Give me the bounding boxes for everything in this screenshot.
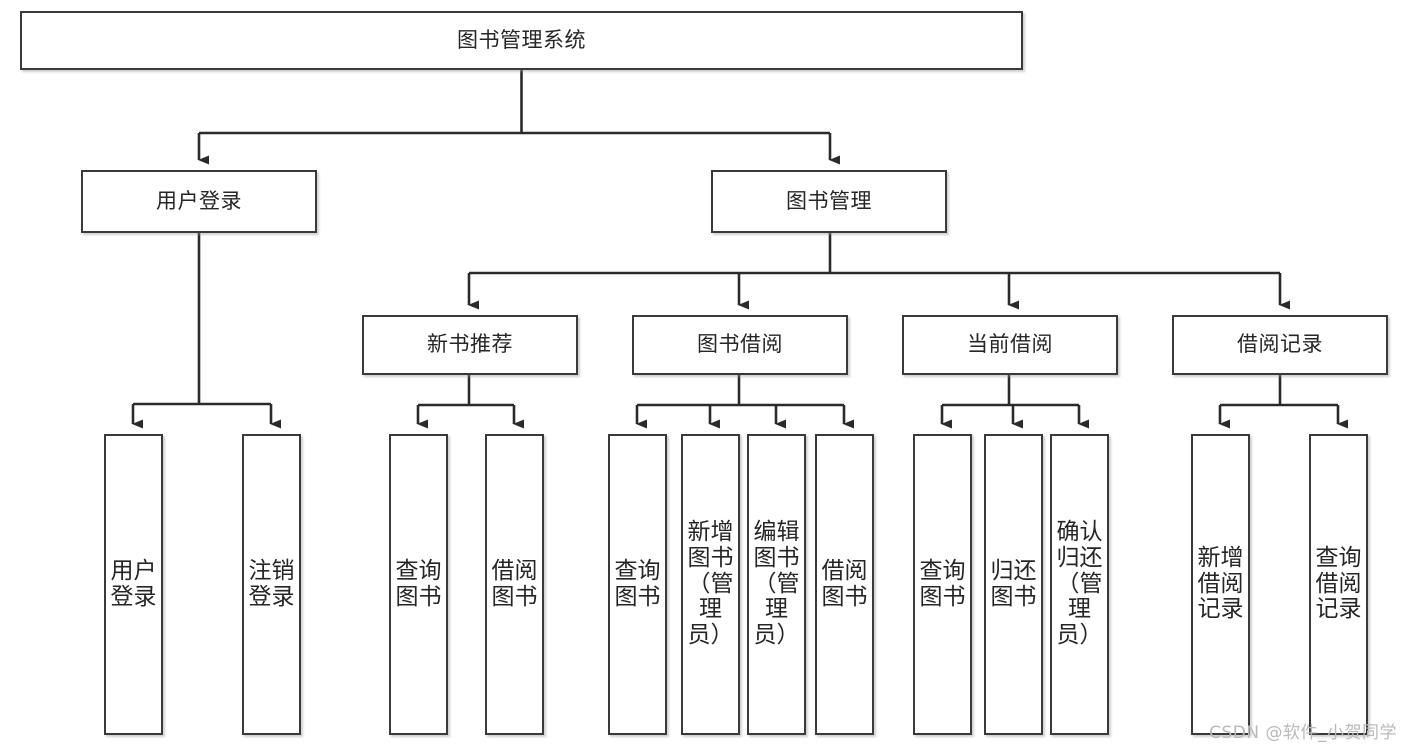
node-leaf-query-book-3[interactable]: 查询图书 xyxy=(913,434,972,735)
node-leaf-query-book-2[interactable]: 查询图书 xyxy=(608,434,667,735)
node-leaf-query-record[interactable]: 查询借阅记录 xyxy=(1309,434,1368,735)
node-leaf-add-book-label: 新增图书（管理员） xyxy=(687,519,734,649)
node-current-borrow[interactable]: 当前借阅 xyxy=(902,315,1118,375)
node-leaf-user-login-label: 用户登录 xyxy=(110,557,157,610)
node-leaf-borrow-book-1[interactable]: 借阅图书 xyxy=(485,434,544,735)
node-leaf-query-book-1-label: 查询图书 xyxy=(395,557,442,610)
node-borrow-record[interactable]: 借阅记录 xyxy=(1172,315,1388,375)
node-current-borrow-label: 当前借阅 xyxy=(967,332,1053,357)
node-borrow-record-label: 借阅记录 xyxy=(1237,332,1323,357)
node-leaf-edit-book[interactable]: 编辑图书（管理员） xyxy=(747,434,806,735)
node-leaf-edit-book-label: 编辑图书（管理员） xyxy=(753,519,800,649)
node-book-manage[interactable]: 图书管理 xyxy=(711,170,947,233)
node-leaf-confirm-return[interactable]: 确认归还（管理员） xyxy=(1050,434,1109,735)
node-leaf-return-book[interactable]: 归还图书 xyxy=(984,434,1043,735)
node-book-borrow-label: 图书借阅 xyxy=(697,332,783,357)
node-leaf-logout-label: 注销登录 xyxy=(248,557,295,610)
node-leaf-query-book-2-label: 查询图书 xyxy=(614,557,661,610)
node-leaf-query-book-3-label: 查询图书 xyxy=(919,557,966,610)
node-book-manage-label: 图书管理 xyxy=(786,188,872,213)
node-user-login[interactable]: 用户登录 xyxy=(81,170,317,233)
node-leaf-borrow-book-1-label: 借阅图书 xyxy=(491,557,538,610)
node-leaf-add-book[interactable]: 新增图书（管理员） xyxy=(681,434,740,735)
node-new-book-recommend-label: 新书推荐 xyxy=(427,332,513,357)
node-leaf-add-record[interactable]: 新增借阅记录 xyxy=(1191,434,1250,735)
node-leaf-logout[interactable]: 注销登录 xyxy=(242,434,301,735)
node-leaf-add-record-label: 新增借阅记录 xyxy=(1197,544,1244,623)
node-user-login-label: 用户登录 xyxy=(156,188,242,213)
node-book-borrow[interactable]: 图书借阅 xyxy=(632,315,848,375)
node-root-label: 图书管理系统 xyxy=(457,27,586,52)
watermark-credit: CSDN @软件_小贺同学 xyxy=(1209,723,1397,743)
node-root-system[interactable]: 图书管理系统 xyxy=(20,11,1023,70)
node-leaf-query-book-1[interactable]: 查询图书 xyxy=(389,434,448,735)
node-new-book-recommend[interactable]: 新书推荐 xyxy=(362,315,578,375)
node-leaf-borrow-book-2[interactable]: 借阅图书 xyxy=(815,434,874,735)
node-leaf-borrow-book-2-label: 借阅图书 xyxy=(821,557,868,610)
node-leaf-query-record-label: 查询借阅记录 xyxy=(1315,544,1362,623)
node-leaf-user-login[interactable]: 用户登录 xyxy=(104,434,163,735)
node-leaf-confirm-return-label: 确认归还（管理员） xyxy=(1056,519,1103,649)
node-leaf-return-book-label: 归还图书 xyxy=(990,557,1037,610)
